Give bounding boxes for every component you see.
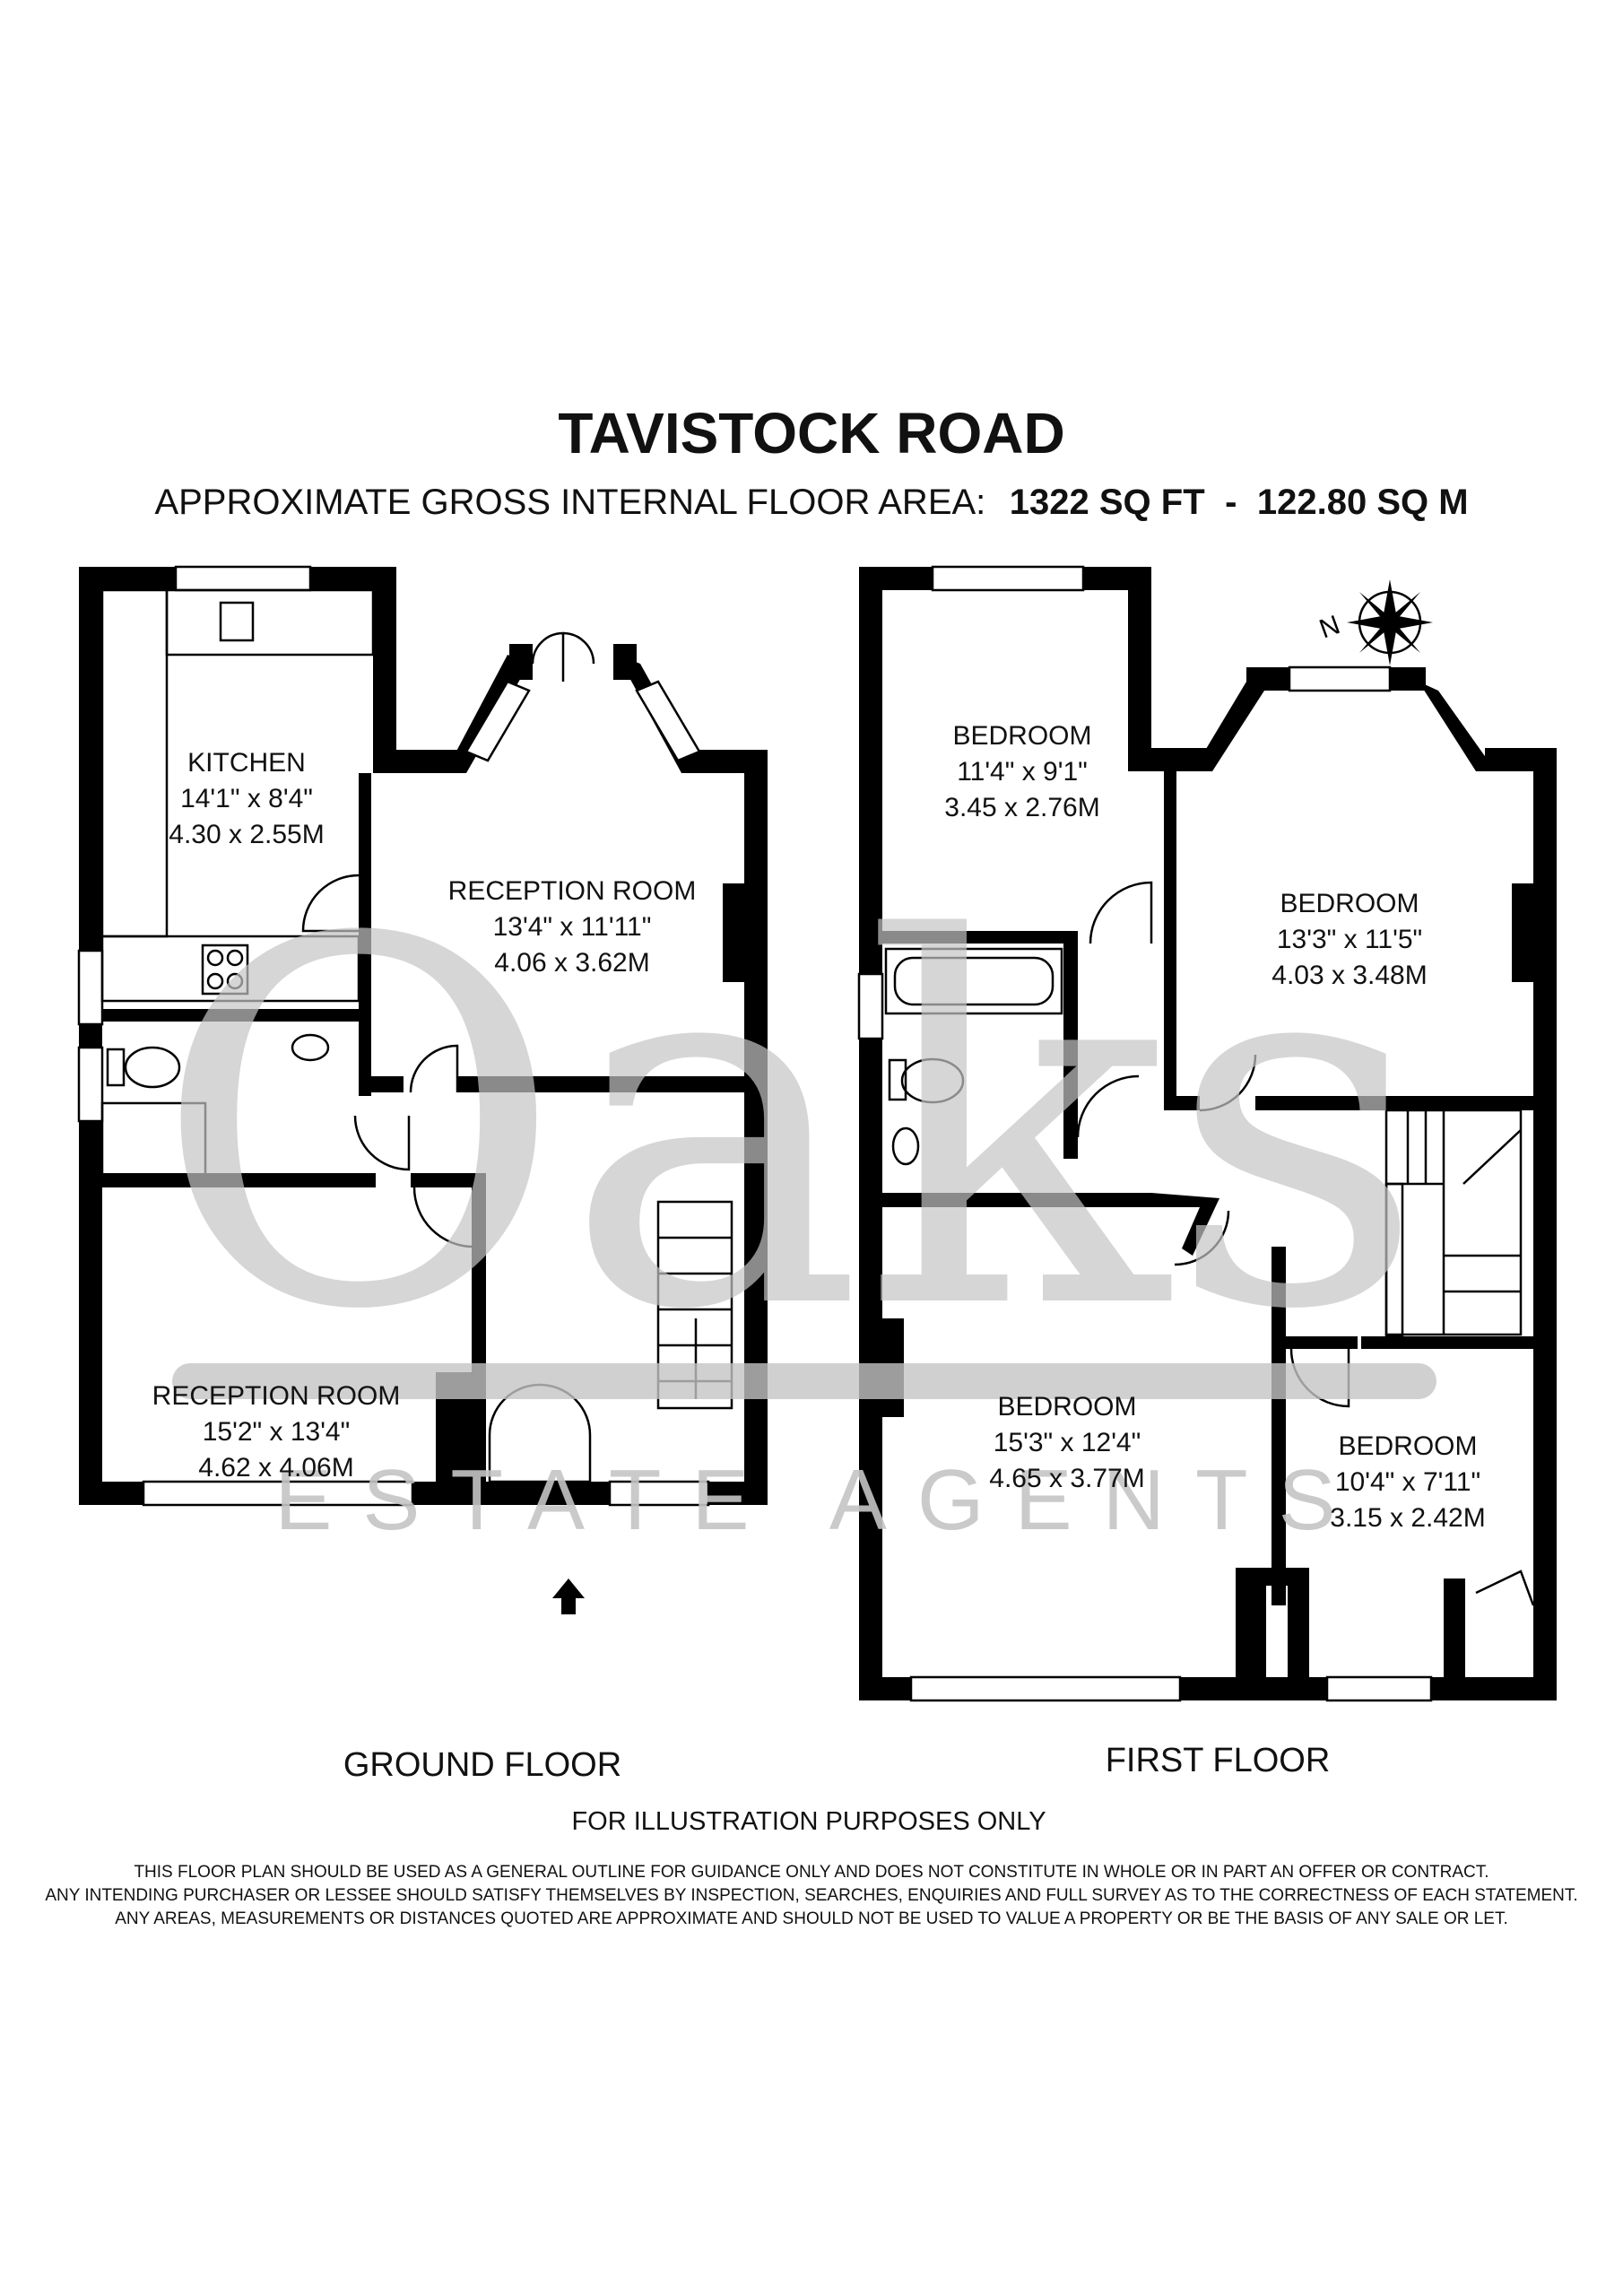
watermark-brand: Oaks [152,835,1426,1420]
room-dims-imperial-reception-room-front: 15'2" x 13'4" [203,1417,351,1447]
ground-floor-label: GROUND FLOOR [343,1746,621,1784]
room-dims-metric-reception-room-front: 4.62 x 4.06M [198,1453,353,1483]
entrance-arrow-icon [552,1578,585,1614]
room-dims-metric-bedroom-front-right: 3.15 x 2.42M [1330,1503,1485,1533]
illustration-note: FOR ILLUSTRATION PURPOSES ONLY [571,1807,1046,1836]
room-dims-metric-bedroom-rear-right: 4.03 x 3.48M [1271,961,1427,990]
room-name-reception-room-rear: RECEPTION ROOM [448,876,697,906]
room-dims-imperial-reception-room-rear: 13'4" x 11'11" [493,912,652,942]
room-dims-metric-reception-room-rear: 4.06 x 3.62M [494,948,649,978]
room-dims-imperial-bedroom-rear-left: 11'4" x 9'1" [957,757,1088,787]
disclaimer-line: ANY INTENDING PURCHASER OR LESSEE SHOULD… [45,1886,1577,1905]
compass-north-label: N [1315,610,1344,644]
first-floor-plan: N [857,565,1557,1702]
page-title: TAVISTOCK ROAD [558,401,1064,465]
room-name-bedroom-front-left: BEDROOM [997,1392,1136,1422]
room-name-bedroom-rear-right: BEDROOM [1280,889,1419,918]
room-dims-metric-kitchen: 4.30 x 2.55M [169,820,324,849]
room-dims-metric-bedroom-rear-left: 3.45 x 2.76M [944,793,1099,822]
room-name-kitchen: KITCHEN [187,748,306,778]
floor-area-prefix: APPROXIMATE GROSS INTERNAL FLOOR AREA: [154,483,985,522]
floor-area-line: APPROXIMATE GROSS INTERNAL FLOOR AREA: 1… [154,483,1468,522]
first-floor-label: FIRST FLOOR [1106,1742,1331,1779]
room-dims-imperial-bedroom-rear-right: 13'3" x 11'5" [1277,925,1422,954]
room-name-bedroom-front-right: BEDROOM [1338,1431,1477,1461]
disclaimer-line: ANY AREAS, MEASUREMENTS OR DISTANCES QUO… [115,1909,1508,1928]
floor-area-sqft: 1322 SQ FT [1010,483,1205,522]
room-name-reception-room-front: RECEPTION ROOM [152,1381,401,1411]
watermark-tagline: ESTATE AGENTS [274,1452,1366,1548]
room-dims-imperial-kitchen: 14'1" x 8'4" [180,784,313,813]
room-name-bedroom-rear-left: BEDROOM [952,721,1091,751]
floor-area-sqm: 122.80 SQ M [1257,483,1469,522]
watermark-bar [172,1363,1436,1399]
room-dims-metric-bedroom-front-left: 4.65 x 3.77M [989,1464,1144,1493]
disclaimer-line: THIS FLOOR PLAN SHOULD BE USED AS A GENE… [134,1863,1488,1882]
compass-rose-icon [1347,579,1433,665]
ground-floor-plan [77,565,768,1614]
room-dims-imperial-bedroom-front-right: 10'4" x 7'11" [1335,1467,1480,1497]
floor-area-separator: - [1225,483,1237,522]
room-dims-imperial-bedroom-front-left: 15'3" x 12'4" [994,1428,1141,1457]
